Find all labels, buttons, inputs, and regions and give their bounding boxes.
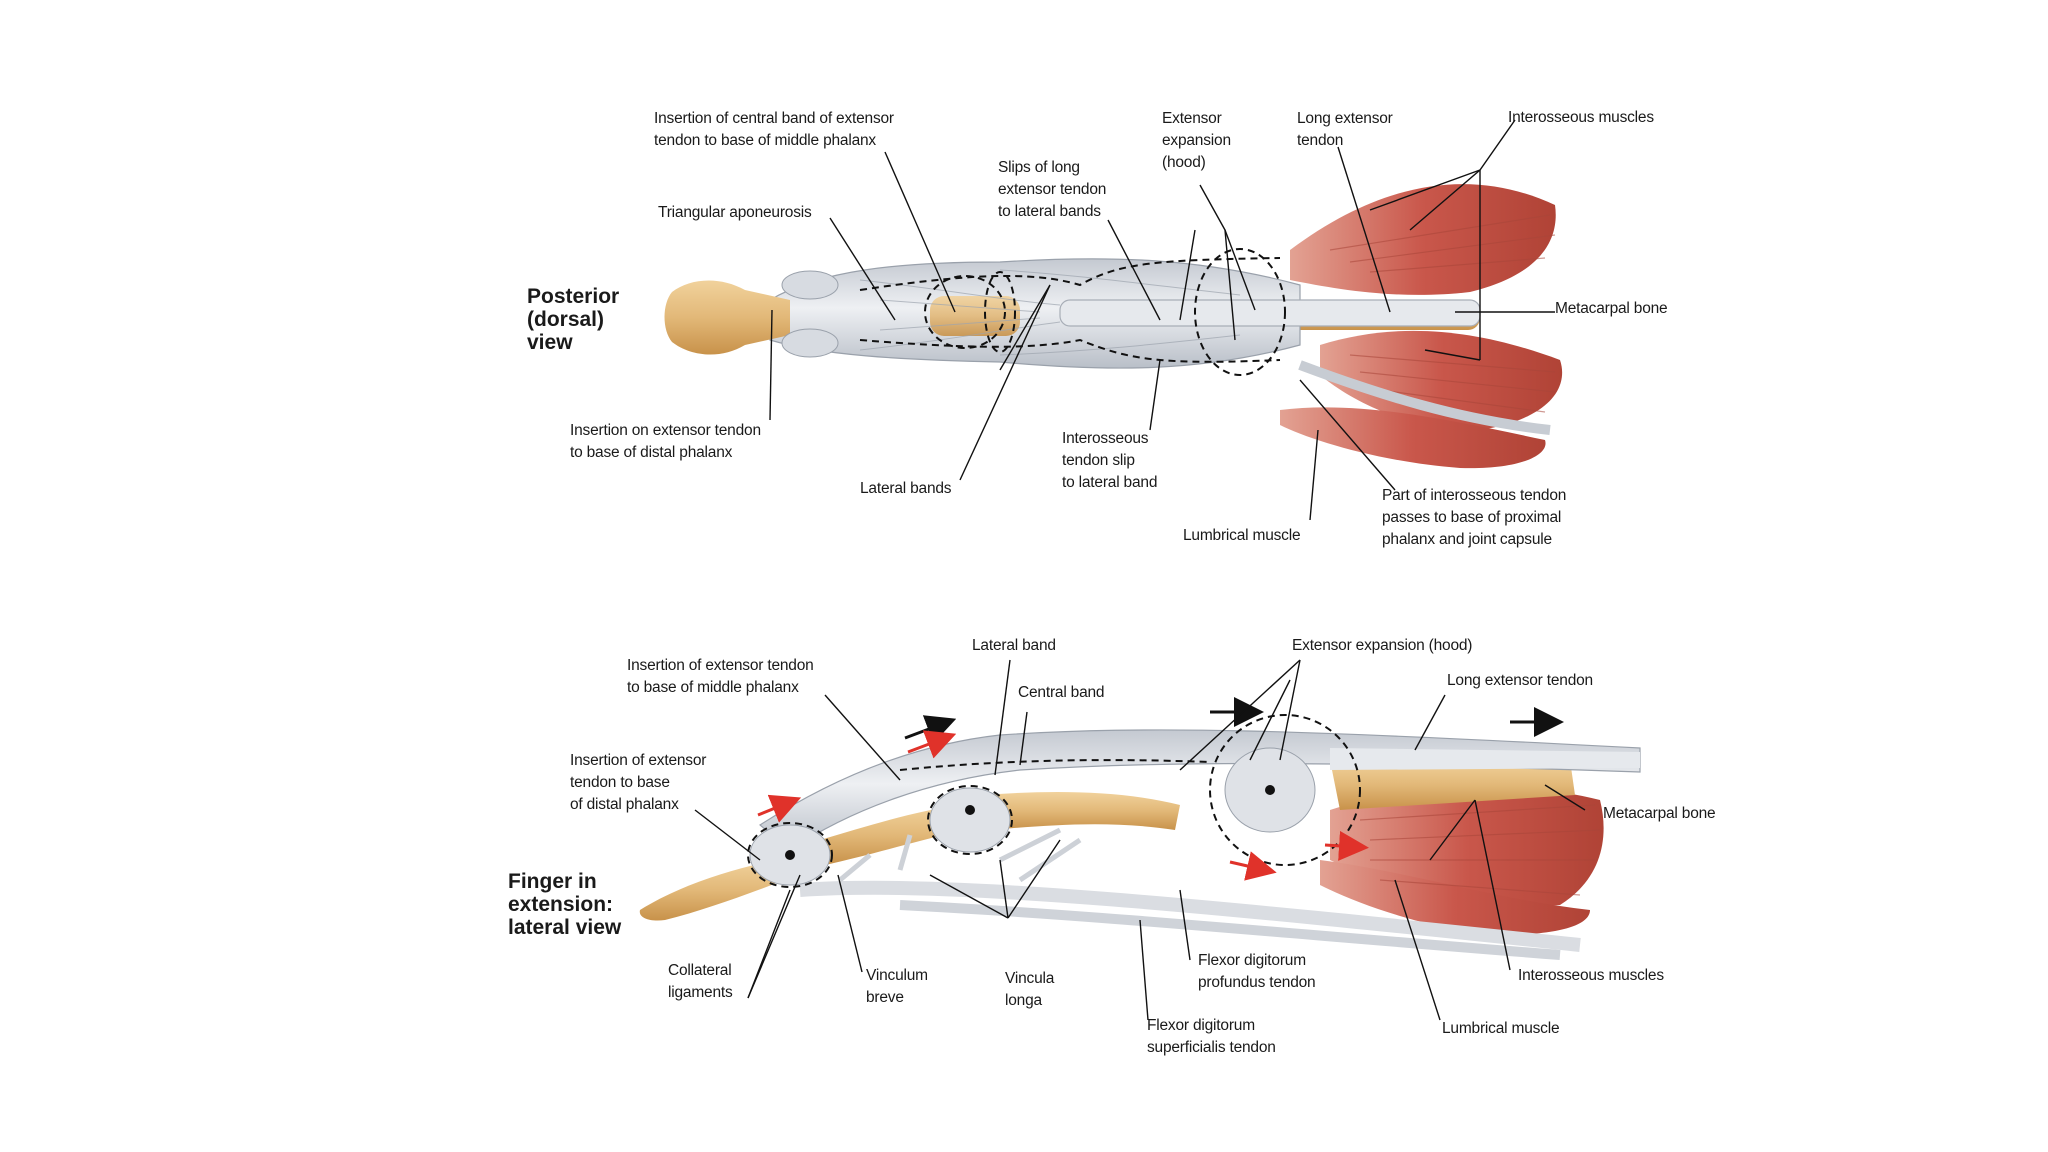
- label-part-interosseous-tendon: Part of interosseous tendon passes to ba…: [1382, 487, 1567, 548]
- label-lateral-bands: Lateral bands: [860, 480, 952, 497]
- long-extensor-tendon-posterior: [1059, 299, 1481, 327]
- label-interosseous-tendon-slip: Interosseous tendon slip to lateral band: [1062, 430, 1158, 491]
- direction-arrows: [757, 697, 1564, 881]
- lateral-view-title: Finger in extension: lateral view: [508, 870, 622, 939]
- interosseous-muscles-posterior: [1280, 184, 1563, 469]
- lateral-leader-lines: [694, 659, 1586, 1021]
- lateral-illustration: [639, 697, 1641, 960]
- label-collateral-ligaments: Collateral ligaments: [668, 962, 733, 1001]
- label-flexor-profundus: Flexor digitorum profundus tendon: [1198, 952, 1316, 991]
- posterior-view-title: Posterior (dorsal) view: [527, 285, 620, 354]
- label-extensor-expansion-posterior: Extensor expansion (hood): [1162, 110, 1231, 171]
- label-interosseous-muscles-lateral: Interosseous muscles: [1518, 967, 1664, 984]
- label-insertion-middle-lateral: Insertion of extensor tendon to base of …: [627, 657, 814, 696]
- label-slips-long-extensor: Slips of long extensor tendon to lateral…: [998, 159, 1107, 220]
- label-lumbrical-muscle-lateral: Lumbrical muscle: [1442, 1020, 1560, 1037]
- label-central-band: Central band: [1018, 684, 1105, 701]
- posterior-illustration: [664, 184, 1563, 469]
- label-flexor-superficialis: Flexor digitorum superficialis tendon: [1147, 1017, 1276, 1056]
- posterior-leader-lines: [769, 119, 1555, 521]
- label-metacarpal-bone-posterior: Metacarpal bone: [1555, 300, 1668, 317]
- label-vinculum-breve: Vinculum breve: [866, 967, 928, 1006]
- label-insertion-central-band: Insertion of central band of extensor te…: [654, 110, 894, 149]
- label-long-extensor-tendon-posterior: Long extensor tendon: [1297, 110, 1393, 149]
- label-lateral-band: Lateral band: [972, 637, 1056, 654]
- label-lumbrical-muscle-posterior: Lumbrical muscle: [1183, 527, 1301, 544]
- joint-discs: [749, 747, 1316, 886]
- label-insertion-distal-lateral: Insertion of extensor tendon to base of …: [570, 752, 707, 813]
- label-extensor-expansion-lateral: Extensor expansion (hood): [1292, 637, 1473, 654]
- label-long-extensor-tendon-lateral: Long extensor tendon: [1447, 672, 1593, 689]
- label-metacarpal-bone-lateral: Metacarpal bone: [1603, 805, 1716, 822]
- label-insertion-distal-posterior: Insertion on extensor tendon to base of …: [570, 422, 761, 461]
- metacarpal-bone-lateral: [1330, 760, 1575, 810]
- distal-phalanx-lateral: [639, 860, 785, 921]
- interosseous-muscles-lateral: [1320, 786, 1604, 935]
- label-triangular-aponeurosis: Triangular aponeurosis: [658, 204, 812, 221]
- label-vincula-longa: Vincula longa: [1005, 970, 1055, 1009]
- label-interosseous-muscles-posterior: Interosseous muscles: [1508, 109, 1654, 126]
- distal-phalanx-posterior: [664, 280, 790, 355]
